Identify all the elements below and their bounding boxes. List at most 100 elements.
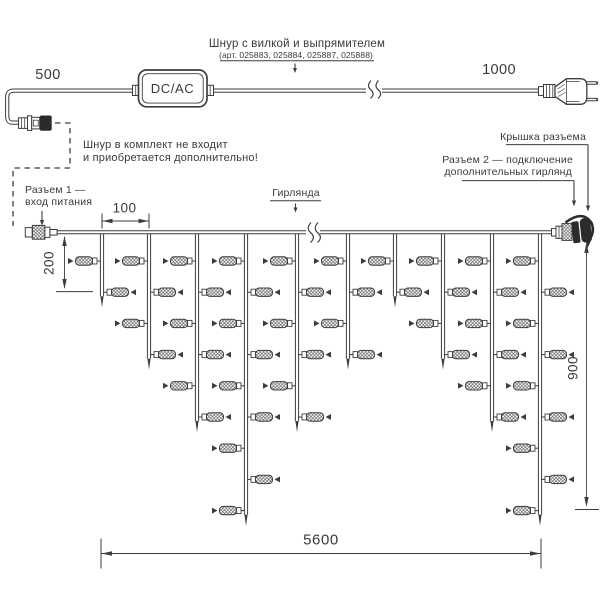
lamp	[541, 412, 574, 422]
garland-drop	[506, 234, 574, 526]
lamp	[506, 256, 539, 266]
lamp	[298, 287, 331, 297]
lamp	[247, 474, 280, 485]
connector2-leader	[462, 180, 577, 207]
lamp	[198, 287, 231, 297]
lamp	[541, 287, 574, 297]
lamp	[212, 381, 245, 391]
lamp	[263, 256, 296, 266]
lamp	[247, 412, 280, 422]
dim-label-1000: 1000	[482, 61, 516, 78]
power-cord	[5, 88, 539, 125]
lamp	[493, 412, 526, 422]
cord-title-underline	[220, 60, 374, 73]
connector2-label-line1: Разъем 2 — подключение	[442, 153, 573, 166]
lamp	[506, 443, 539, 453]
end-connector	[551, 214, 595, 248]
dim-900	[575, 242, 599, 510]
lamp	[263, 381, 296, 391]
cord-break-icon	[367, 80, 382, 99]
lamp	[506, 381, 539, 391]
lamp	[247, 287, 280, 297]
dc-ac-converter	[132, 69, 215, 108]
lamp	[444, 287, 477, 297]
lamp	[298, 412, 331, 422]
connector1-label-line1: Разъем 1 —	[25, 183, 86, 196]
start-connector	[24, 224, 58, 240]
garland-drop	[458, 234, 526, 432]
lamp	[212, 256, 245, 266]
lamp	[506, 318, 539, 329]
lamp	[103, 287, 136, 297]
lamp	[68, 256, 101, 266]
lamp	[198, 412, 231, 422]
lamp	[298, 349, 331, 360]
garland-drop	[314, 234, 382, 370]
connector-cover-label: Крышка разъема	[500, 131, 586, 143]
lamp	[493, 349, 526, 360]
lamp	[212, 505, 245, 516]
lamp	[349, 349, 382, 360]
dim-label-200: 200	[41, 251, 56, 275]
cord-note-line2: и приобретается дополнительно!	[83, 152, 258, 164]
lamp	[314, 256, 347, 266]
lamp	[493, 287, 526, 297]
lamp	[115, 318, 148, 329]
connector2-label-line2: дополнительных гирлянд	[444, 165, 572, 178]
garland-label: Гирлянда	[272, 187, 320, 199]
lamp	[263, 318, 296, 329]
dashed-leader	[12, 122, 71, 226]
connector1-arrow	[39, 211, 45, 226]
end-connector-cap	[571, 217, 592, 244]
lamp	[361, 256, 394, 266]
lamp	[409, 256, 442, 266]
lamp	[163, 256, 196, 266]
lamp	[150, 349, 183, 360]
cord-title: Шнур с вилкой и выпрямителем	[208, 38, 386, 50]
lamp	[506, 505, 539, 516]
dc-ac-label-box: DC/AC	[138, 70, 207, 107]
garland-drop	[409, 234, 477, 370]
lamp	[115, 256, 148, 266]
lamp	[314, 318, 347, 329]
lamp	[163, 381, 196, 391]
lamp	[409, 318, 442, 329]
lamp	[212, 443, 245, 453]
garland-drop	[68, 234, 136, 308]
lamp	[541, 474, 574, 485]
dim-label-5600: 5600	[303, 531, 339, 549]
lamp	[212, 318, 245, 329]
wire-break-icon	[307, 222, 321, 243]
dim-5600	[100, 538, 542, 569]
cord-articles: (арт. 025883, 025884, 025887, 025888)	[219, 49, 373, 60]
garland-drop	[212, 234, 280, 526]
dim-label-500: 500	[35, 67, 61, 83]
dim-label-100: 100	[112, 200, 137, 216]
garland-drop	[163, 234, 231, 432]
lamp	[163, 318, 196, 329]
garland-drops-layer	[68, 234, 574, 526]
connector1-label-line2: вход питания	[25, 195, 93, 208]
garland-drop	[263, 234, 331, 432]
lamp	[198, 349, 231, 360]
lamp	[458, 256, 491, 266]
lamp	[150, 287, 183, 297]
lamp	[458, 318, 491, 329]
lamp	[349, 287, 382, 297]
lamp	[444, 349, 477, 360]
power-cord-connector	[18, 115, 52, 131]
dim-200	[56, 236, 93, 293]
lamp	[458, 381, 491, 391]
garland-label-underline	[270, 200, 321, 213]
dim-label-900: 900	[565, 356, 581, 380]
dc-ac-label: DC/AC	[150, 81, 195, 96]
dim-100	[101, 213, 150, 229]
europlug-icon	[538, 78, 599, 105]
cover-leader	[506, 144, 591, 212]
lamp	[247, 349, 280, 360]
garland-drop	[361, 234, 429, 308]
cord-note-line1: Шнур в комплект не входит	[83, 139, 228, 151]
garland-drop	[115, 234, 183, 370]
